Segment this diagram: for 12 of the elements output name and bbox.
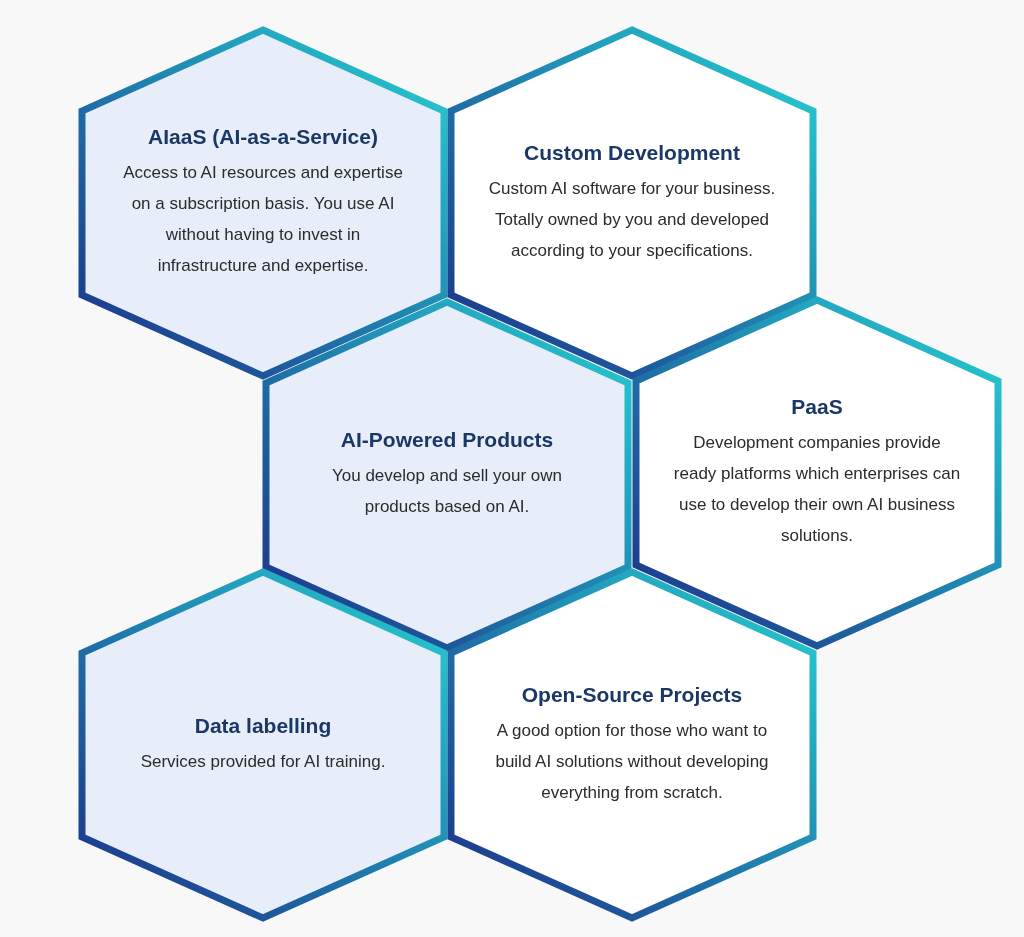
tile-description: Development companies provide ready platforms which enterprises can use to develop their own AI business solutions. bbox=[672, 432, 962, 547]
tile-description: A good option for those who want to build AI solutions without developing everything from scratch. bbox=[494, 719, 770, 804]
tile-heading: AIaaS (AI-as-a-Service) bbox=[148, 125, 378, 149]
tile-heading: Data labelling bbox=[194, 713, 332, 738]
tile-description: Services provided for AI training. bbox=[140, 750, 386, 773]
tile-heading: AI-Powered Products bbox=[340, 428, 554, 452]
tile-description: Custom AI software for your business. Totally owned by you and developed according to your specifications. bbox=[487, 177, 777, 262]
tile-description: Access to AI resources and expertise on a subscription basis. You use AI without having to invest in infrastructure and expertise. bbox=[122, 162, 404, 277]
tile-heading: Open-Source Projects bbox=[521, 682, 743, 707]
tile-heading: Custom Development bbox=[524, 140, 740, 165]
tile-heading: PaaS bbox=[791, 395, 843, 419]
tile-description: You develop and sell your own products based on AI. bbox=[331, 465, 563, 518]
